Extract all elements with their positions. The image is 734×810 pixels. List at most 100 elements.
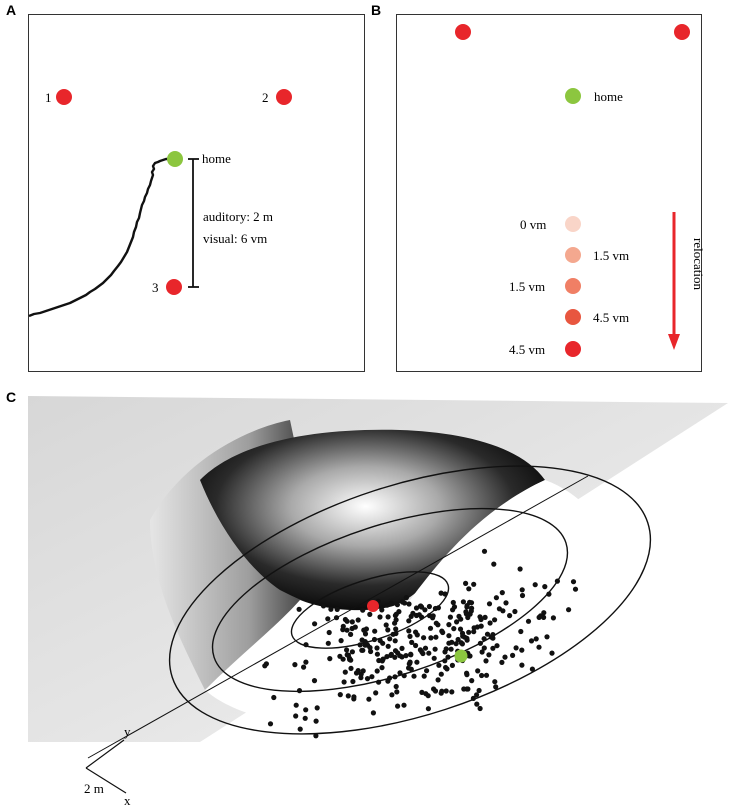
response-point: [359, 647, 365, 653]
cut-face: [205, 480, 622, 730]
response-point: [484, 631, 491, 637]
response-point: [401, 702, 407, 708]
response-point: [349, 619, 355, 625]
response-point: [460, 599, 466, 605]
step-4-label: 4.5 vm: [509, 342, 545, 357]
response-point: [348, 665, 354, 672]
response-point: [451, 626, 457, 632]
arc-outer: [168, 465, 652, 735]
target-1-label: 1: [45, 90, 52, 105]
home-label-b: home: [594, 89, 623, 104]
response-point: [352, 624, 358, 630]
response-point: [337, 653, 343, 659]
response-point: [297, 726, 303, 732]
axis-y-label: y: [124, 724, 131, 739]
target-1-dot: [56, 89, 72, 105]
response-point: [519, 662, 525, 668]
response-point: [438, 590, 444, 596]
response-point: [467, 599, 473, 606]
response-point: [384, 602, 390, 608]
response-point: [303, 642, 309, 648]
response-point: [388, 600, 394, 606]
response-point: [344, 627, 350, 633]
response-point: [341, 679, 347, 685]
response-point: [320, 603, 327, 609]
response-point: [344, 652, 350, 658]
response-point: [313, 718, 319, 724]
response-point: [432, 646, 438, 652]
response-point: [380, 656, 386, 662]
response-point: [390, 631, 396, 637]
response-point: [416, 612, 422, 618]
response-point: [421, 673, 427, 679]
response-point: [493, 684, 499, 690]
response-point: [481, 645, 487, 651]
response-point: [333, 615, 340, 621]
response-point: [453, 641, 459, 647]
response-point: [550, 615, 557, 621]
response-point: [377, 638, 383, 644]
response-point: [487, 620, 493, 626]
response-point: [360, 668, 366, 674]
step-0-label: 0 vm: [520, 217, 546, 232]
response-point: [490, 635, 496, 641]
response-point: [433, 634, 439, 640]
response-point: [397, 653, 403, 659]
response-point: [427, 625, 434, 631]
response-point: [393, 626, 399, 632]
response-point: [474, 701, 480, 707]
step-3-label: 4.5 vm: [593, 310, 629, 325]
response-point: [359, 637, 365, 643]
response-point: [370, 710, 376, 716]
response-point: [406, 628, 412, 634]
response-point: [422, 645, 429, 651]
response-point: [296, 606, 302, 612]
home-dot-b: [565, 88, 581, 104]
depression-pit: [200, 429, 545, 612]
response-point: [446, 622, 452, 628]
response-point: [549, 650, 555, 656]
home-label: home: [202, 151, 231, 166]
step-1-dot: [565, 247, 581, 263]
response-point: [542, 584, 548, 590]
response-point: [373, 690, 379, 696]
response-point: [532, 582, 538, 588]
response-point: [446, 640, 452, 646]
response-point: [449, 689, 455, 695]
response-point: [369, 674, 375, 680]
response-point: [422, 607, 428, 613]
response-point: [328, 606, 334, 612]
response-point: [302, 715, 308, 721]
response-point: [325, 640, 331, 646]
response-point: [455, 636, 461, 643]
response-point: [392, 654, 398, 660]
response-point: [426, 650, 432, 656]
arc-middle: [211, 507, 569, 693]
response-point: [399, 645, 405, 652]
response-point: [481, 636, 487, 642]
response-point: [387, 636, 393, 642]
response-point: [384, 654, 390, 660]
response-point: [293, 702, 299, 708]
response-point: [458, 616, 464, 622]
response-point: [303, 707, 309, 713]
response-point: [468, 608, 474, 614]
response-point: [570, 579, 577, 585]
panel-c-letter: C: [6, 389, 17, 405]
response-point: [262, 663, 268, 669]
step-2-label: 1.5 vm: [509, 279, 545, 294]
response-point: [296, 688, 303, 694]
response-point: [379, 607, 385, 613]
response-point: [470, 695, 476, 702]
response-point: [417, 603, 423, 609]
response-point: [379, 665, 385, 671]
response-point: [392, 648, 399, 654]
response-point: [357, 642, 363, 648]
response-point: [463, 609, 469, 615]
panel-b-letter: B: [371, 2, 382, 18]
home-dot-c: [454, 649, 468, 663]
response-point: [293, 713, 299, 719]
response-point: [301, 664, 307, 670]
response-point: [449, 662, 455, 669]
